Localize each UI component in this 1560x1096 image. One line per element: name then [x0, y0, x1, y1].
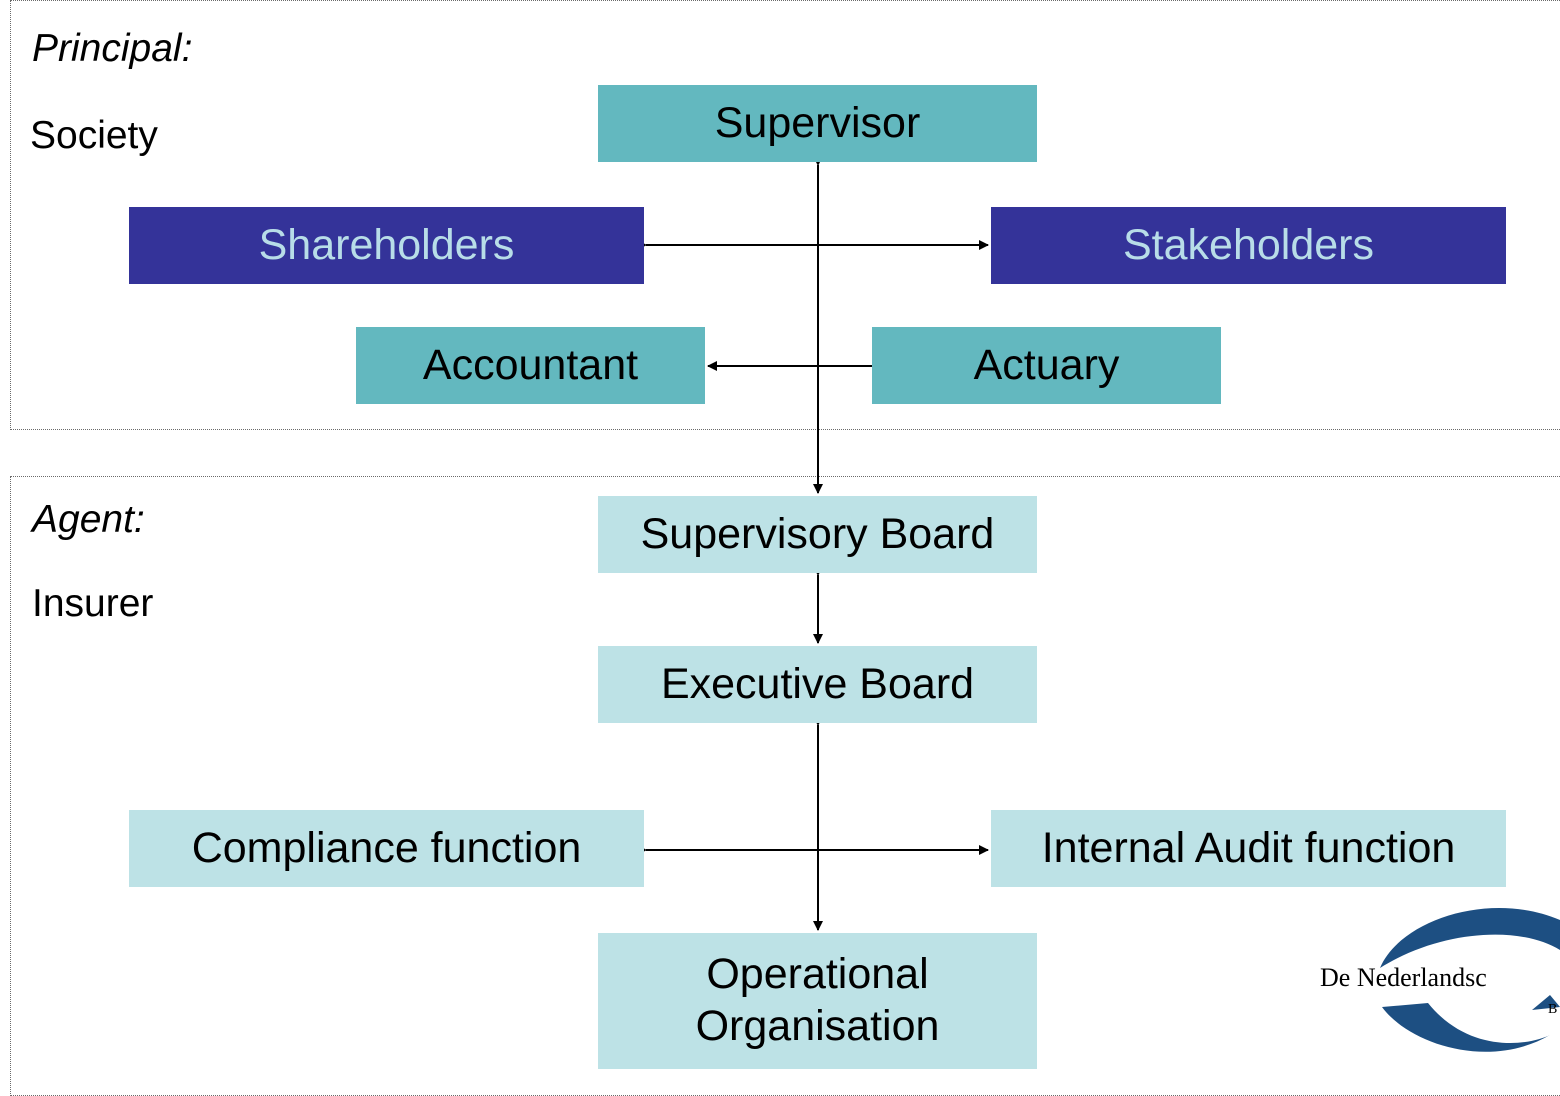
- executive-board-box: Executive Board: [598, 646, 1037, 723]
- principal-section: [10, 0, 1560, 430]
- dnb-logo: De Nederlandsc B: [1320, 907, 1560, 1052]
- stakeholders-box: Stakeholders: [991, 207, 1506, 284]
- actuary-box: Actuary: [872, 327, 1221, 404]
- operational-organisation-box: Operational Organisation: [598, 933, 1037, 1069]
- society-label: Society: [30, 114, 158, 157]
- accountant-box: Accountant: [356, 327, 705, 404]
- connector-arrows: [637, 156, 989, 931]
- insurer-label: Insurer: [32, 582, 154, 625]
- operational-line-2: Organisation: [695, 1002, 940, 1050]
- compliance-function-box: Compliance function: [129, 810, 644, 887]
- principal-heading: Principal:: [32, 27, 193, 70]
- operational-line-1: Operational: [706, 950, 929, 999]
- supervisory-board-box: Supervisory Board: [598, 496, 1037, 573]
- logo-text: De Nederlandsc: [1320, 963, 1487, 992]
- logo-suffix: B: [1548, 1002, 1557, 1017]
- supervisor-box: Supervisor: [598, 85, 1037, 162]
- internal-audit-function-box: Internal Audit function: [991, 810, 1506, 887]
- agent-heading: Agent:: [32, 498, 145, 541]
- shareholders-box: Shareholders: [129, 207, 644, 284]
